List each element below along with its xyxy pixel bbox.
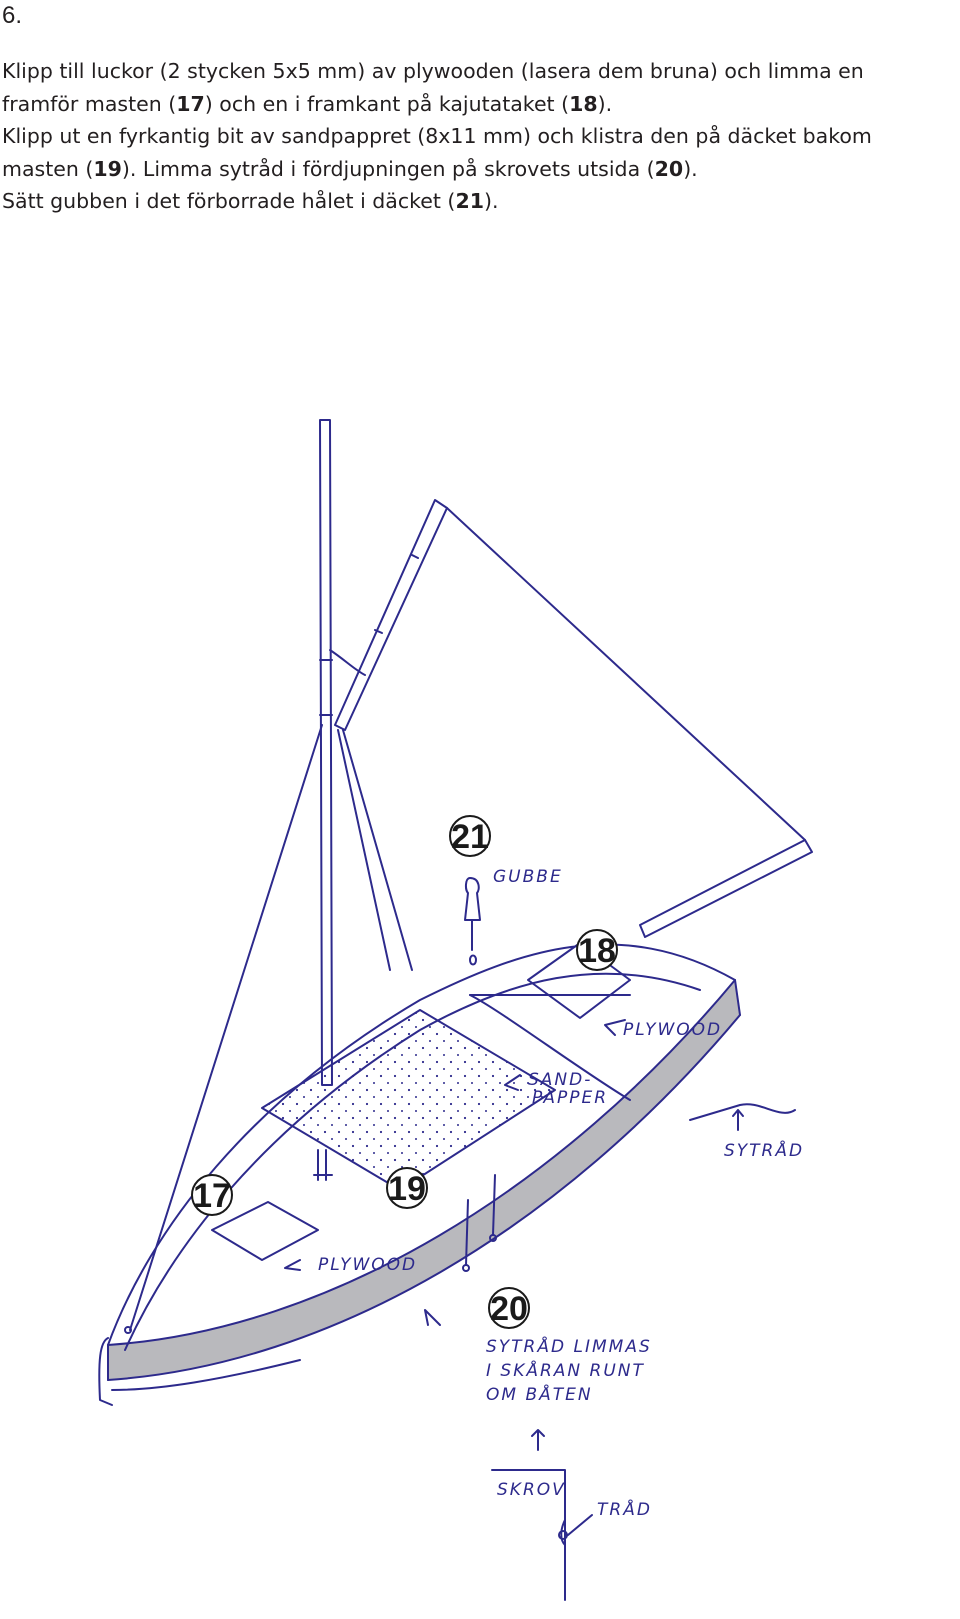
- callout-17: 17: [191, 1174, 233, 1216]
- figure: [464, 877, 481, 921]
- step-ref: 17: [176, 91, 205, 116]
- mast: [319, 419, 333, 1086]
- instruction-text: Klipp till luckor (2 stycken 5x5 mm) av …: [2, 59, 864, 83]
- instruction-text: ).: [483, 189, 499, 213]
- instruction-text: ) och en i framkant på kajutataket (: [204, 91, 570, 116]
- callout-20: 20: [488, 1287, 530, 1329]
- instruction-text: framför masten (: [2, 91, 177, 116]
- instruction-line: Klipp till luckor (2 stycken 5x5 mm) av …: [2, 55, 952, 88]
- instruction-line: Klipp ut en fyrkantig bit av sandpappret…: [2, 120, 952, 153]
- label-note: OM BÅTEN: [486, 1383, 593, 1405]
- instruction-text: Sätt gubben i det förborrade hålet i däc…: [2, 189, 456, 213]
- callout-18: 18: [576, 929, 618, 971]
- forestay: [129, 724, 323, 1331]
- instruction-line: Sätt gubben i det förborrade hålet i däc…: [2, 185, 952, 218]
- callout-number: 20: [490, 1290, 528, 1328]
- label-plywood-aft: PLYWOOD: [623, 1020, 722, 1040]
- hatch-17: [211, 1201, 319, 1261]
- callout-number: 19: [388, 1170, 426, 1208]
- step-ref: 19: [93, 156, 122, 181]
- instruction-text: ).: [597, 91, 613, 116]
- gaff: [334, 499, 448, 731]
- instruction-line: masten (19). Limma sytråd i fördjupninge…: [2, 153, 952, 186]
- boom: [639, 839, 813, 938]
- sail-leech: [446, 507, 806, 841]
- label-sandpapper: PAPPER: [532, 1088, 608, 1108]
- callout-number: 18: [578, 932, 616, 970]
- callout-number: 17: [193, 1177, 231, 1215]
- step-number: 6.: [2, 2, 23, 29]
- label-note: I SKÅRAN RUNT: [486, 1359, 645, 1381]
- label-gubbe: GUBBE: [493, 867, 563, 887]
- instruction-text: ).: [683, 156, 698, 181]
- inset-hull: [491, 1469, 566, 1601]
- deck-outline: [107, 943, 736, 1346]
- instruction-line: framför masten (17) och en i framkant på…: [2, 88, 952, 121]
- label-skrov: SKROV: [497, 1480, 566, 1500]
- instruction-text: Klipp ut en fyrkantig bit av sandpappret…: [2, 124, 872, 148]
- bow-stem: [98, 1337, 113, 1406]
- step-ref: 21: [455, 189, 484, 213]
- label-note: SYTRÅD LIMMAS: [486, 1335, 652, 1357]
- label-plywood-fwd: PLYWOOD: [318, 1255, 417, 1275]
- sandpaper: [261, 1009, 556, 1191]
- hatch-18: [527, 942, 631, 1019]
- step-ref: 20: [654, 156, 684, 181]
- instruction-text: ). Limma sytråd i fördjupningen på skrov…: [121, 156, 655, 181]
- callout-19: 19: [386, 1167, 428, 1209]
- callout-number: 21: [451, 818, 489, 856]
- hull-side: [108, 980, 740, 1380]
- label-sytrad: SYTRÅD: [724, 1139, 804, 1161]
- instructions: Klipp till luckor (2 stycken 5x5 mm) av …: [2, 55, 952, 218]
- step-ref: 18: [569, 91, 598, 116]
- instruction-text: masten (: [2, 156, 94, 181]
- label-sandpapper: SAND-: [528, 1070, 592, 1090]
- callout-21: 21: [449, 815, 491, 857]
- label-trad: TRÅD: [597, 1498, 652, 1520]
- boat-sketch: 21 18 17 19 20 GUBBE PLYWOOD SAND- PAPPE…: [98, 419, 813, 1601]
